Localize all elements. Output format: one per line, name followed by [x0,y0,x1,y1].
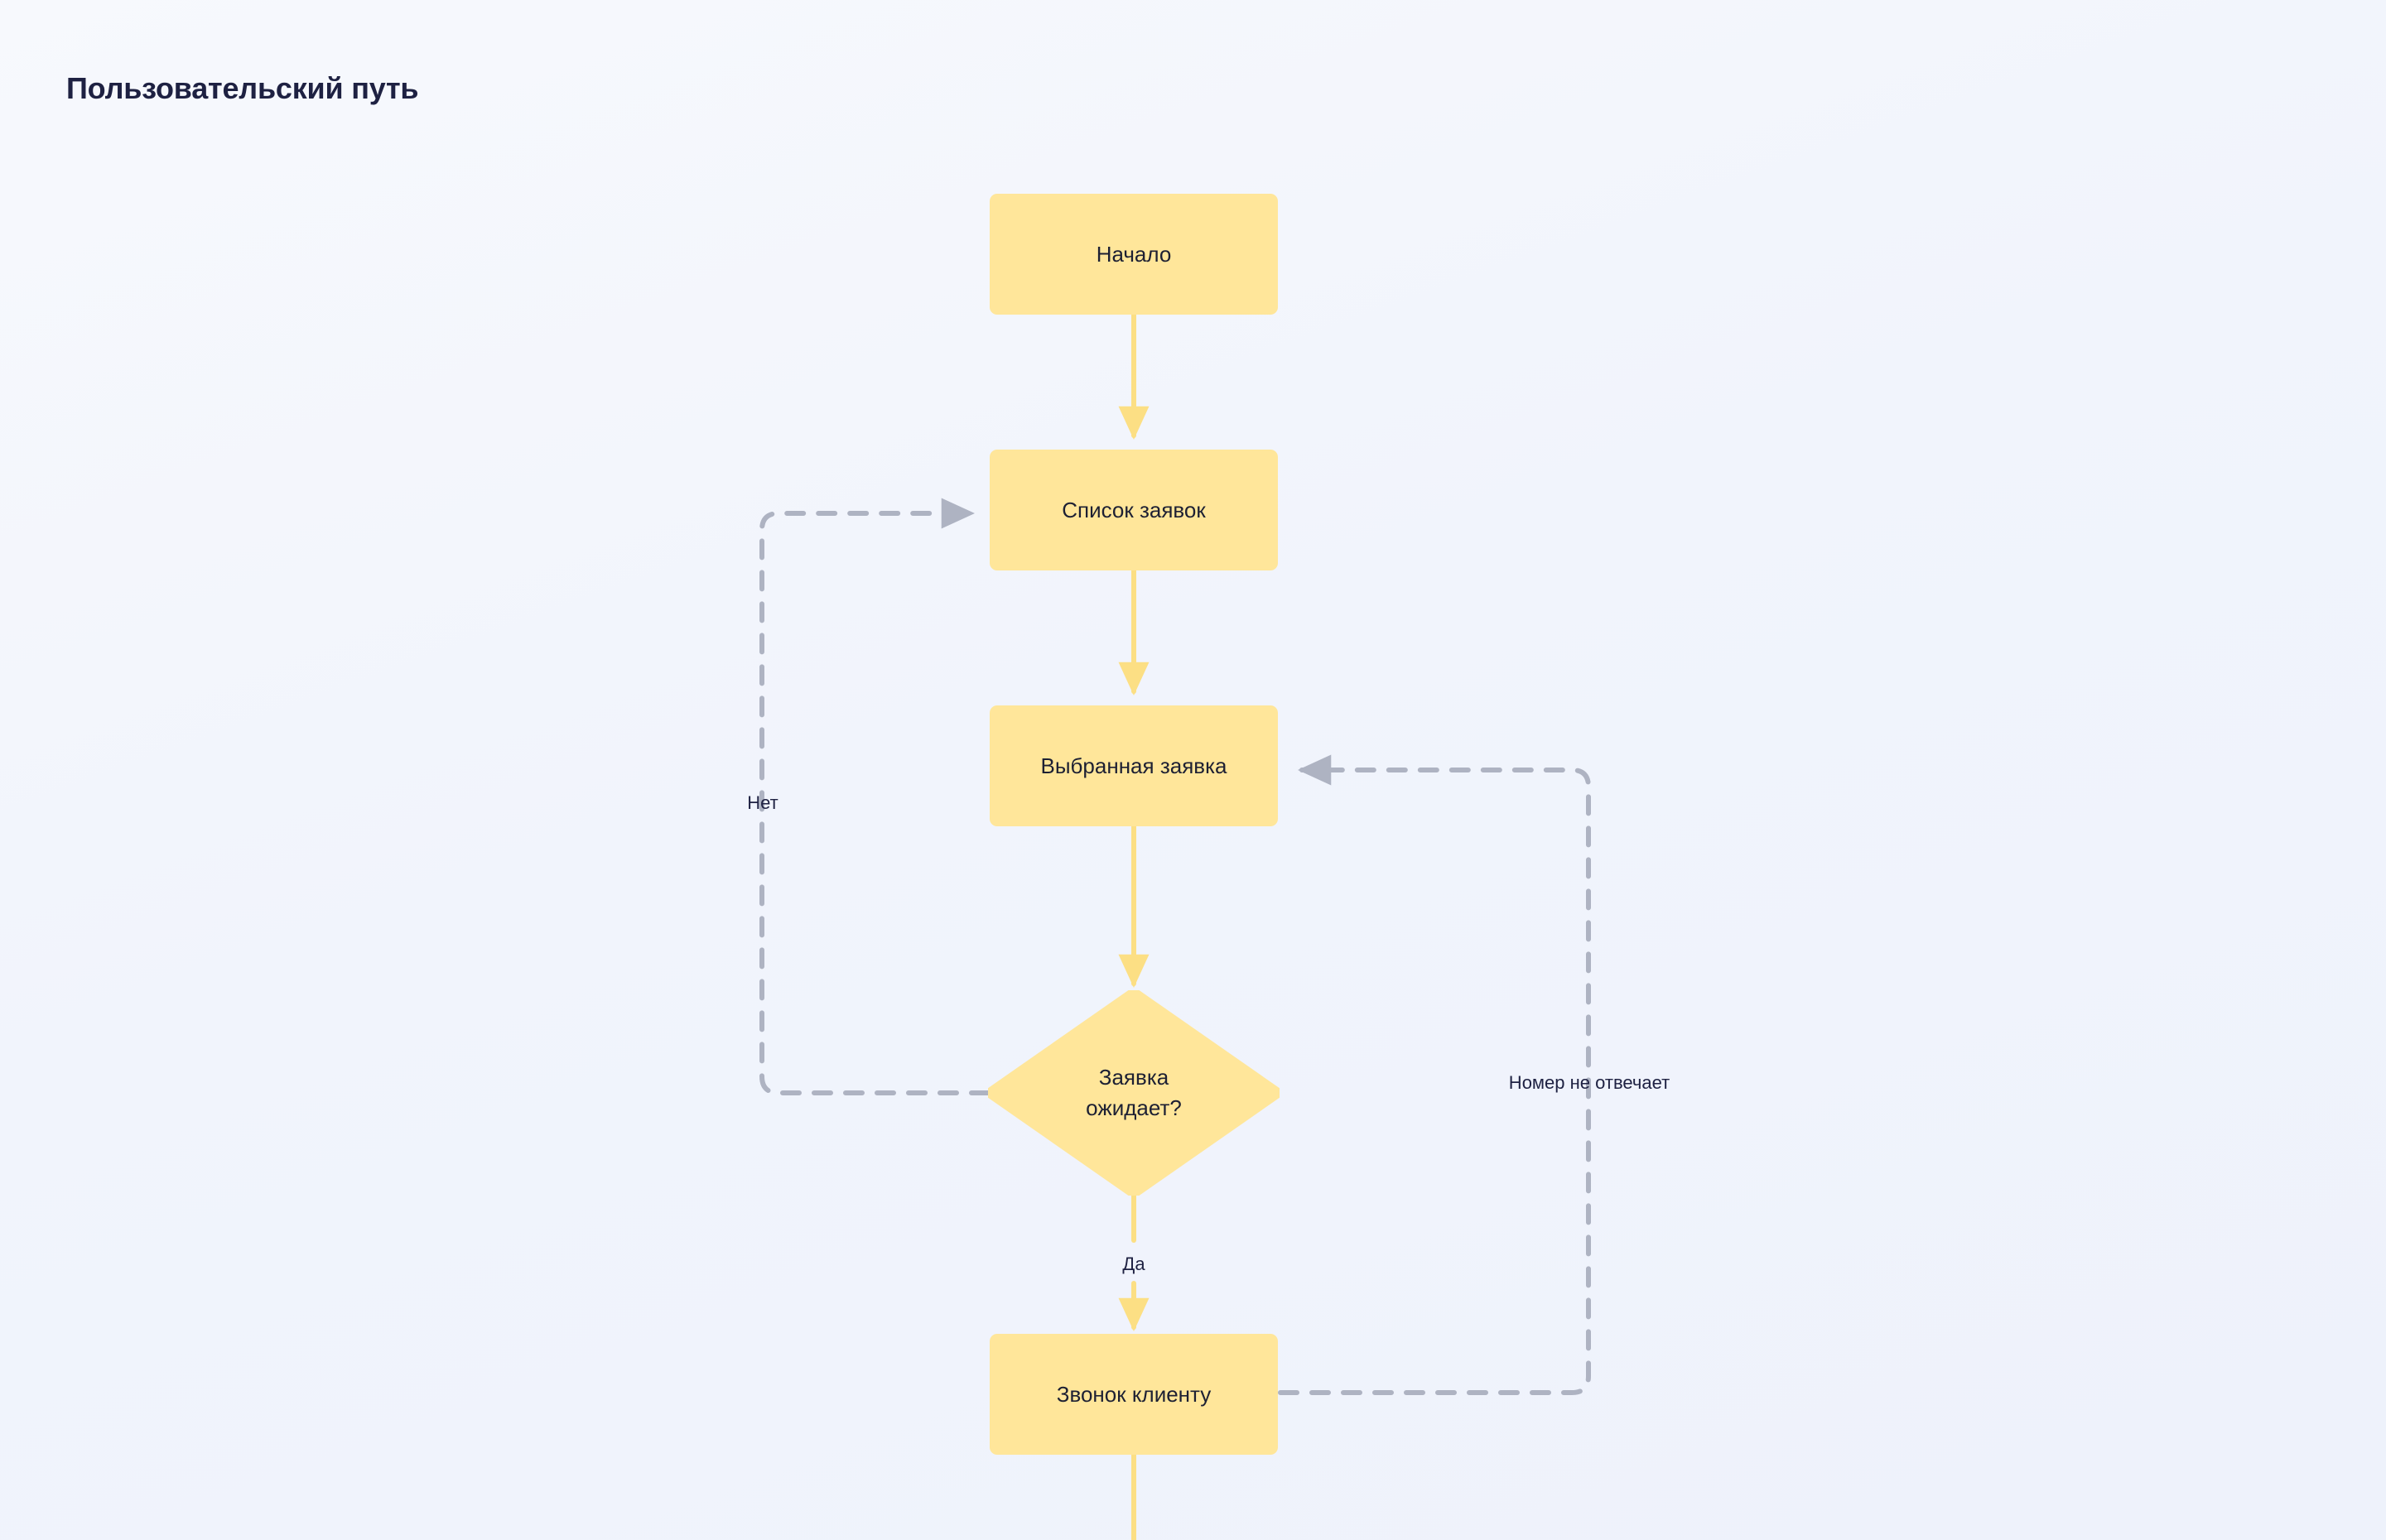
edge-label-no: Нет [747,792,778,813]
node-waiting-decision[interactable]: Заявка ожидает? [988,990,1280,1196]
node-call-label: Звонок клиенту [1056,1381,1212,1407]
node-start[interactable]: Начало [990,194,1278,315]
node-list-label: Список заявок [1062,497,1206,522]
node-start-label: Начало [1096,241,1172,267]
edge-label-no-answer: Номер не отвечает [1508,1072,1670,1093]
node-selected[interactable]: Выбранная заявка [990,705,1278,826]
node-call[interactable]: Звонок клиенту [990,1334,1278,1455]
edge-label-yes: Да [1122,1254,1145,1274]
diamond-shape-icon [988,990,1280,1196]
node-list[interactable]: Список заявок [990,450,1278,570]
node-selected-label: Выбранная заявка [1040,753,1227,778]
edge-waiting-no-to-list [759,498,991,1095]
page-title: Пользовательский путь [66,71,419,105]
